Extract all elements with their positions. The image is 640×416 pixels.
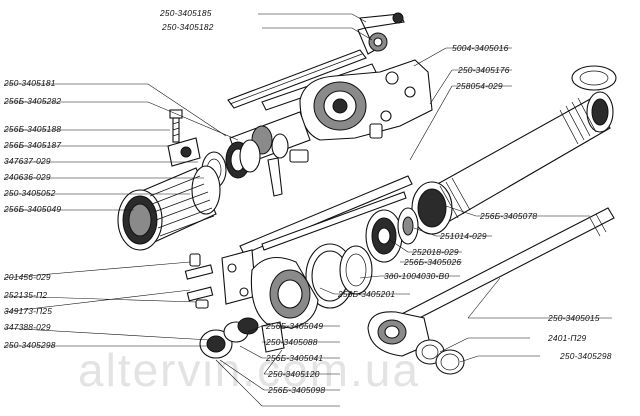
callout-label: 347388-029 (4, 322, 51, 332)
callout-label: 250-3405185 (159, 8, 212, 18)
callout-label: 256Б-3405026 (403, 257, 461, 267)
cylinder-end-cap-part (571, 65, 617, 91)
callout-label: 251014-029 (439, 231, 487, 241)
callout-label: 201456-029 (3, 272, 51, 282)
callout-label: 250-3405176 (457, 65, 510, 75)
callout-label: 2401-П29 (547, 333, 587, 343)
callout-label: 240636-029 (3, 172, 51, 182)
callout-labels: 250-3405185 250-3405182 5004-3405016 250… (3, 8, 612, 395)
callout-label: 256Б-3405049 (265, 321, 323, 331)
snap-rings-center (305, 243, 373, 309)
piston-part (365, 207, 419, 263)
callout-label: 256Б-3405078 (479, 211, 537, 221)
callout-label: 250-3405088 (265, 337, 318, 347)
bolt-part (169, 109, 183, 143)
small-fittings-left (189, 253, 209, 309)
lower-right-rings (415, 339, 465, 375)
union-fitting-part (167, 137, 201, 167)
valve-body-part (299, 59, 433, 141)
callout-label: 256Б-3405187 (3, 140, 61, 150)
callout-label: 250-3405181 (3, 78, 56, 88)
push-rod-part (239, 175, 413, 255)
leader-lines (3, 13, 612, 407)
callout-label: 250-3405298 (559, 351, 612, 361)
callout-label: 256Б-3405188 (3, 124, 61, 134)
ball-joint-housing-part (250, 256, 319, 353)
callout-label: 256Б-3405201 (337, 289, 395, 299)
callout-label: 256Б-3405041 (265, 353, 323, 363)
callout-label: 347637-029 (4, 156, 51, 166)
rod-eye-part (367, 311, 431, 357)
flange-part (184, 249, 257, 305)
callout-label: 252018-029 (411, 247, 459, 257)
cylinder-head-part (117, 165, 221, 251)
callout-label: 258054-029 (455, 81, 503, 91)
callout-label: 5004-3405016 (452, 43, 509, 53)
callout-label: 256Б-3405282 (3, 96, 61, 106)
callout-label: 349173-П25 (4, 306, 52, 316)
callout-label: 250-3405052 (3, 188, 56, 198)
tie-rod-end-part (357, 12, 405, 55)
callout-label: 256Б-3405049 (3, 204, 61, 214)
watermark-text: altervin.com.ua (78, 344, 420, 396)
callout-label: 250-3405182 (161, 22, 214, 32)
callout-label: 250-3405015 (547, 313, 600, 323)
callout-label: 250-3405120 (267, 369, 320, 379)
callout-label: 256Б-3405098 (267, 385, 325, 395)
callout-label: 250-3405298 (3, 340, 56, 350)
callout-label: 252135-П2 (3, 290, 47, 300)
cylinder-tube-part (411, 91, 614, 235)
callout-label: 3д0-1004030-В0 (384, 271, 449, 281)
